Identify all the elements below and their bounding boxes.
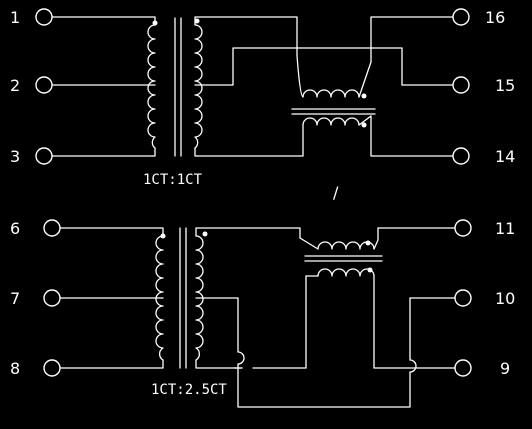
polarity-dot [194,18,200,24]
pin-label-7: 7 [10,289,20,308]
polarity-dot [361,93,367,99]
choke-wire [373,227,456,250]
terminal-pin-10 [454,289,472,307]
wire-sec-bottom [195,359,243,369]
polarity-dot [365,240,371,246]
terminal-pin-11 [454,219,472,237]
choke-wire [252,275,307,369]
pin-labels: 1 2 3 16 15 14 6 7 8 11 10 9 [10,8,515,378]
wire-pin1 [51,16,156,26]
pin-label-1: 1 [10,8,20,27]
terminal-pin-9 [454,359,472,377]
wire-pin6 [51,227,164,237]
terminal-pin-14 [452,147,470,165]
pin-label-9: 9 [500,359,510,378]
terminal-pin-1 [35,8,53,26]
choke-wire [358,115,456,157]
wire-sec-top [194,16,298,56]
terminal-pin-15 [452,76,470,94]
terminal-pin-7 [43,289,61,307]
choke-wire [299,237,319,250]
pin-label-2: 2 [10,76,20,95]
lower-circuit: 1CT:2.5CT [51,227,456,408]
separator-mark: / [333,183,339,202]
polarity-dot [152,20,158,26]
terminal-pin-16 [452,8,470,26]
upper-circuit: 1CT:1CT [51,16,456,188]
wire-sec-bottom [194,124,304,157]
pin-label-6: 6 [10,219,20,238]
terminal-pin-3 [35,147,53,165]
terminal-pin-8 [43,359,61,377]
ratio-label-upper: 1CT:1CT [143,172,203,188]
pin-terminals [35,8,472,377]
wire-sec-top [195,227,301,239]
polarity-dot [361,122,367,128]
wire-pin8 [51,359,164,369]
choke-wire [373,275,456,369]
choke-wire [358,16,456,98]
choke-wire [296,54,304,98]
wire-sec-ct [194,47,456,86]
pin-label-15: 15 [495,76,515,95]
polarity-dot [160,233,166,239]
primary-coil-lower [155,235,164,361]
polarity-dot [367,267,373,273]
secondary-coil-upper [194,24,203,149]
terminal-pin-6 [43,219,61,237]
secondary-coil-lower [195,235,204,361]
pin-label-10: 10 [495,289,515,308]
pin-label-8: 8 [10,359,20,378]
choke-coil-bottom [317,268,375,277]
polarity-dot [202,231,208,237]
pin-label-14: 14 [495,147,515,166]
choke-coil-bottom [302,117,360,126]
ratio-label-lower: 1CT:2.5CT [151,382,227,398]
pin-label-16: 16 [485,8,505,27]
pin-label-3: 3 [10,147,20,166]
primary-coil-upper [147,24,156,149]
choke-coil-top [302,89,360,98]
wire-sec-ct [195,297,456,408]
pin-label-11: 11 [495,219,515,238]
wire-pin3 [51,147,156,157]
choke-coil-top [317,241,375,250]
terminal-pin-2 [35,76,53,94]
